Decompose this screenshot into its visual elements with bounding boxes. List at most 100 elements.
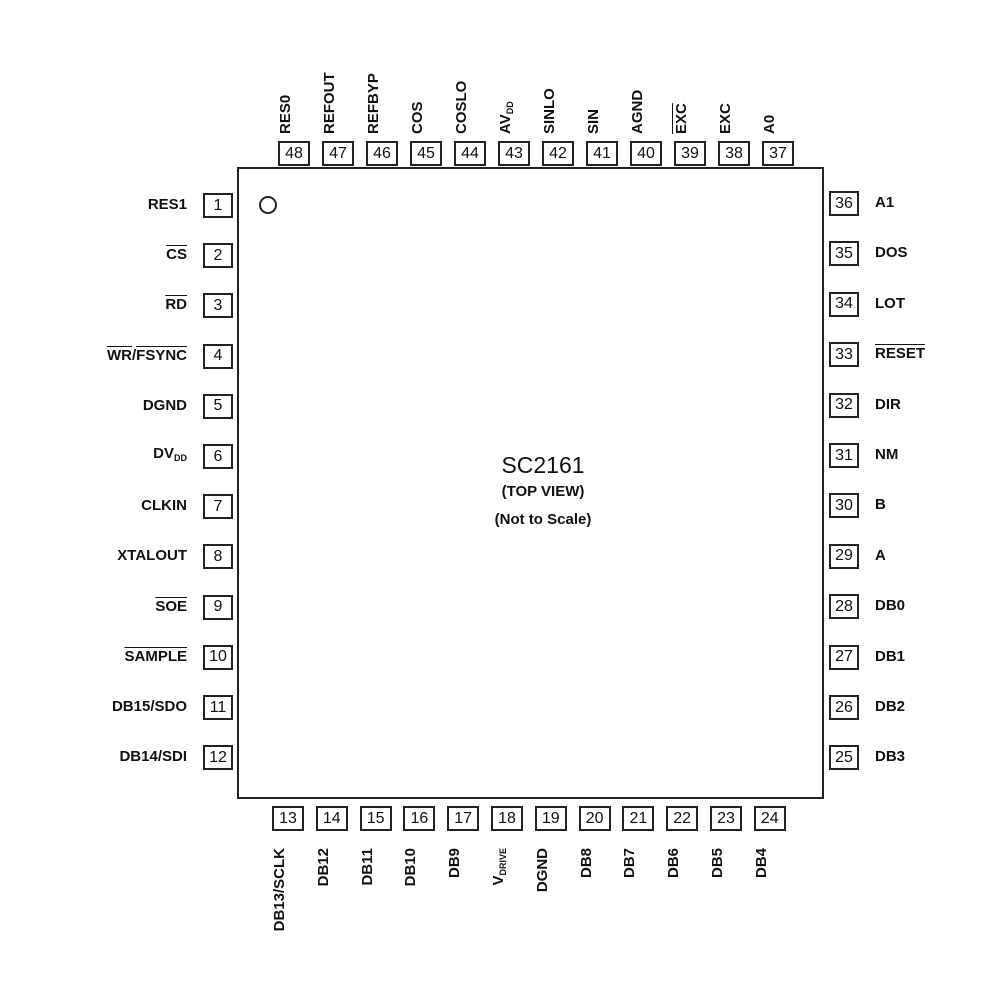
pin-number-box: 24: [753, 806, 786, 831]
pin-label: DB0: [875, 597, 905, 615]
pin-label: EXC: [717, 103, 735, 134]
pin-label: A1: [875, 194, 894, 212]
pin-label: DB15/SDO: [112, 698, 187, 716]
pin-number-box: 11: [203, 695, 233, 720]
pin-label: COSLO: [453, 81, 471, 134]
pin-label-part: DB11: [358, 848, 376, 886]
pin-label: LOT: [875, 295, 905, 313]
pin-label: EXC: [673, 103, 691, 134]
pin-label: DIR: [875, 396, 901, 414]
chip-body: [237, 167, 824, 799]
pin-label: RES0: [277, 95, 295, 134]
pin-label-part: DOS: [875, 244, 908, 262]
pin-label-part: RES1: [147, 196, 187, 213]
pin-number-box: 5: [203, 393, 233, 419]
pin-label-part: A: [875, 546, 886, 564]
pin-label-part: DB1: [875, 647, 906, 665]
pin-label-part: DGND: [533, 848, 551, 893]
pin-label: VDRIVE: [490, 848, 512, 886]
pin-label: REFOUT: [321, 72, 339, 134]
pin-number-box: 3: [203, 293, 233, 319]
pin-label: RESET: [875, 345, 925, 363]
pin-number-box: 28: [829, 594, 859, 620]
pin-label: RES1: [148, 196, 187, 214]
pin-label-part: DRIVE: [498, 848, 508, 876]
pin-label: DB7: [621, 848, 639, 878]
pin-number-box: 23: [710, 806, 742, 831]
pin-label: DB5: [709, 848, 727, 878]
pin-number-box: 45: [410, 141, 442, 166]
pin-label: REFBYP: [365, 73, 383, 134]
pin-label-part: DB15/SDO: [111, 698, 187, 715]
pin-label: AVDD: [497, 101, 519, 134]
pin-label-part: EXC: [673, 103, 690, 134]
pin-label-part: CS: [166, 246, 187, 264]
pin-number-box: 2: [203, 243, 233, 269]
pin-label: DB13/SCLK: [271, 848, 289, 931]
pin-label: DB4: [753, 848, 771, 878]
pin-label-part: SAMPLE: [124, 647, 187, 665]
pin-label: DB1: [875, 648, 905, 666]
pin-label-part: WR: [106, 346, 132, 364]
pin-label-part: EXC: [717, 103, 734, 134]
pin-label-part: V: [490, 875, 507, 886]
pin-label-part: DB3: [875, 748, 906, 766]
pin-number-box: 17: [447, 806, 480, 831]
scale-note: (Not to Scale): [494, 511, 592, 528]
pin-label: RD: [165, 296, 187, 314]
pin-label-part: DB5: [709, 848, 726, 879]
pin-number-box: 38: [718, 141, 750, 166]
pin-label-part: DV: [153, 445, 174, 462]
pin-number-box: 15: [359, 806, 392, 831]
pin-number-box: 31: [829, 443, 859, 468]
pin-number-box: 4: [203, 343, 233, 369]
pin-label-part: A1: [875, 194, 895, 211]
pin-label-part: AGND: [629, 89, 646, 134]
pin-number-box: 43: [498, 141, 530, 166]
pin-number-box: 6: [203, 444, 233, 469]
pin-label: DB9: [446, 848, 464, 878]
pin-label-part: RD: [165, 296, 187, 314]
pin-label: AGND: [629, 90, 647, 134]
pin-number-box: 14: [315, 806, 348, 831]
pin-label: DGND: [534, 848, 552, 892]
pin-number-box: 21: [622, 806, 655, 831]
pin-label-part: DB0: [875, 597, 906, 615]
pin-number-box: 12: [203, 745, 233, 771]
pin-label: DGND: [143, 397, 187, 415]
pin-label-part: REFBYP: [365, 73, 382, 134]
pin-number-box: 9: [203, 594, 233, 620]
pin-label: CLKIN: [141, 497, 187, 515]
pin-label-part: DB13/SCLK: [271, 848, 288, 932]
pin-label-part: DB6: [665, 848, 683, 879]
pin-label: A0: [761, 115, 779, 134]
pin-label-part: DD: [174, 453, 187, 463]
pin-label-part: DB8: [577, 848, 595, 879]
pin-label-part: SINLO: [541, 88, 558, 134]
pin-number-box: 41: [586, 141, 618, 166]
pin-label-part: B: [875, 496, 886, 514]
pin-number-box: 8: [203, 544, 233, 570]
pin-label-part: DB2: [875, 698, 906, 715]
pin-number-box: 40: [630, 141, 662, 166]
pin-number-box: 18: [491, 806, 523, 831]
pin-number-box: 35: [829, 241, 859, 267]
pin-label-part: SOE: [155, 597, 187, 615]
pin-label: DB6: [665, 848, 683, 878]
pin-label: SOE: [155, 598, 187, 616]
pin-label-part: A0: [761, 114, 778, 134]
pin-label: DB10: [402, 848, 420, 886]
pin-label: SINLO: [541, 88, 559, 134]
pin-number-box: 13: [272, 806, 304, 831]
pin-label: XTALOUT: [117, 547, 187, 565]
pin-label-part: SIN: [585, 108, 602, 134]
pin-number-box: 19: [534, 806, 567, 831]
pin-label-part: COS: [409, 101, 426, 134]
pin-number-box: 26: [829, 695, 859, 720]
pin-label: DB8: [578, 848, 596, 878]
pin-label: DB12: [315, 848, 333, 886]
pin-label-part: DB12: [314, 848, 332, 887]
pin-number-box: 47: [322, 141, 354, 166]
pin1-indicator-circle: [259, 196, 277, 214]
